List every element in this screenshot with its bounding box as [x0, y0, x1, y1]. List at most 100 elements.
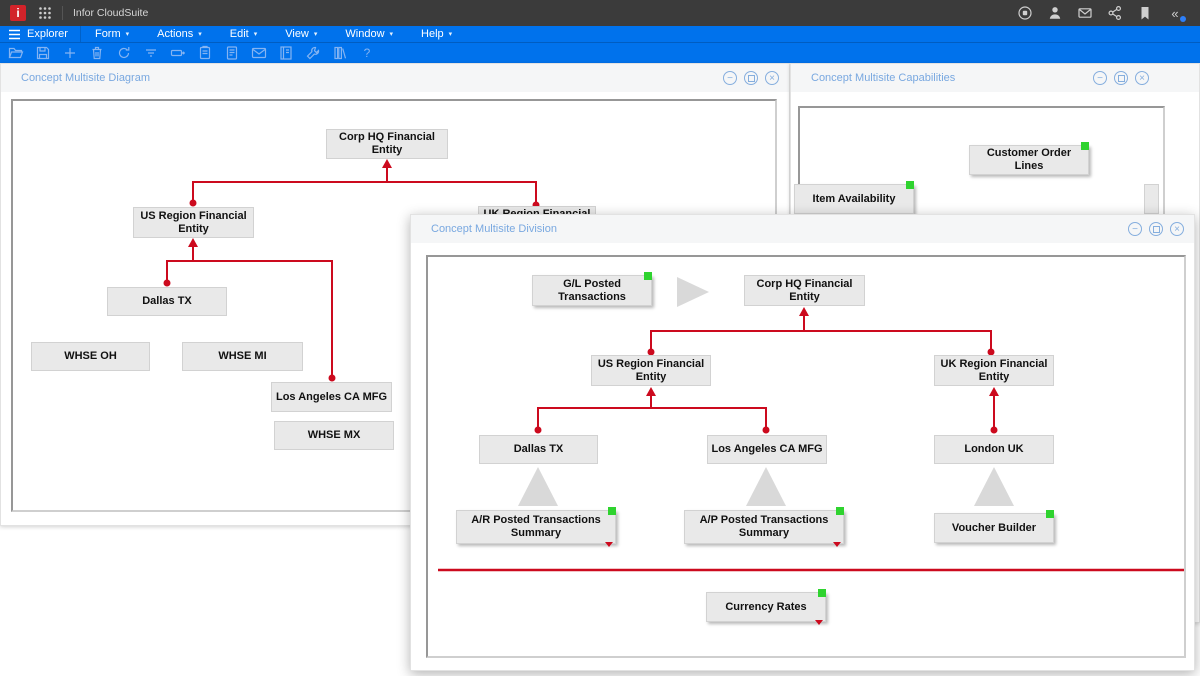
chevron-down-icon: ▾ — [254, 30, 258, 38]
window-title: Concept Multisite Diagram — [21, 72, 150, 84]
node-ap-posted-transactions-summary[interactable]: A/P Posted Transactions Summary — [684, 510, 844, 544]
rename-icon — [169, 44, 187, 62]
mdi-desktop: Concept Multisite Diagram − × — [0, 63, 1200, 676]
node-us-region-financial-entity[interactable]: US Region Financial Entity — [133, 207, 254, 238]
restore-icon — [1118, 75, 1125, 82]
chevron-down-icon: ▾ — [126, 30, 130, 38]
mail-icon[interactable] — [1070, 0, 1100, 26]
node-dallas-tx[interactable]: Dallas TX — [479, 435, 598, 464]
explorer-menu[interactable]: Explorer — [8, 26, 81, 42]
node-corp-hq-financial-entity[interactable]: Corp HQ Financial Entity — [326, 129, 448, 159]
close-button[interactable]: × — [1170, 222, 1184, 236]
status-green-indicator — [906, 181, 914, 189]
refresh-icon — [115, 44, 133, 62]
menu-help[interactable]: Help▾ — [407, 26, 466, 42]
node-london-uk[interactable]: London UK — [934, 435, 1054, 464]
status-green-indicator — [818, 589, 826, 597]
chevron-down-icon: ▾ — [390, 30, 394, 38]
journal-icon — [277, 44, 295, 62]
status-red-indicator — [815, 620, 823, 625]
restore-button[interactable] — [1114, 71, 1128, 85]
node-us-region-financial-entity[interactable]: US Region Financial Entity — [591, 355, 711, 386]
node-los-angeles-ca-mfg[interactable]: Los Angeles CA MFG — [271, 382, 392, 412]
close-button[interactable]: × — [1135, 71, 1149, 85]
node-customer-order-lines[interactable]: Customer Order Lines — [969, 145, 1089, 175]
chevron-down-icon: ▾ — [449, 30, 453, 38]
save-icon — [34, 44, 52, 62]
toolbar: ? — [0, 43, 1200, 63]
save-button[interactable] — [29, 43, 56, 63]
copy-button[interactable] — [191, 43, 218, 63]
user-icon[interactable] — [1040, 0, 1070, 26]
menu-bar: Explorer Form▾ Actions▾ Edit▾ View▾ Wind… — [0, 26, 1200, 43]
node-gl-posted-transactions[interactable]: G/L Posted Transactions — [532, 275, 652, 306]
window-title: Concept Multisite Division — [431, 223, 557, 235]
minimize-button[interactable]: − — [1128, 222, 1142, 236]
status-red-indicator — [833, 542, 841, 547]
restore-button[interactable] — [744, 71, 758, 85]
minimize-button[interactable]: − — [723, 71, 737, 85]
node-currency-rates[interactable]: Currency Rates — [706, 592, 826, 622]
restore-icon — [748, 75, 755, 82]
filter-icon — [142, 44, 160, 62]
collapse-panel-icon[interactable]: « — [1160, 0, 1190, 26]
window-titlebar[interactable]: Concept Multisite Capabilities − × — [791, 64, 1199, 92]
node-dallas-tx[interactable]: Dallas TX — [107, 287, 227, 316]
bookmark-icon[interactable] — [1130, 0, 1160, 26]
delete-icon — [88, 44, 106, 62]
status-green-indicator — [608, 507, 616, 515]
tools-button[interactable] — [299, 43, 326, 63]
menu-view[interactable]: View▾ — [271, 26, 331, 42]
menu-actions[interactable]: Actions▾ — [143, 26, 216, 42]
journal-button[interactable] — [272, 43, 299, 63]
mail-icon — [250, 44, 268, 62]
node-uk-region-financial-entity[interactable]: UK Region Financial Entity — [934, 355, 1054, 386]
record-stop-icon[interactable] — [1010, 0, 1040, 26]
minimize-button[interactable]: − — [1093, 71, 1107, 85]
menu-form[interactable]: Form▾ — [81, 26, 143, 42]
refresh-button[interactable] — [110, 43, 137, 63]
menu-window[interactable]: Window▾ — [331, 26, 407, 42]
library-icon — [331, 44, 349, 62]
node-voucher-builder[interactable]: Voucher Builder — [934, 513, 1054, 543]
app-bar-divider — [62, 6, 63, 20]
document-icon — [223, 44, 241, 62]
node-whse-mi[interactable]: WHSE MI — [182, 342, 303, 371]
share-icon[interactable] — [1100, 0, 1130, 26]
delete-button[interactable] — [83, 43, 110, 63]
app-launcher-icon[interactable] — [38, 6, 52, 20]
restore-icon — [1153, 226, 1160, 233]
close-button[interactable]: × — [765, 71, 779, 85]
node-whse-oh[interactable]: WHSE OH — [31, 342, 150, 371]
status-green-indicator — [1046, 510, 1054, 518]
notification-dot — [1180, 16, 1186, 22]
hamburger-icon — [8, 29, 21, 40]
open-icon — [7, 44, 25, 62]
node-los-angeles-ca-mfg[interactable]: Los Angeles CA MFG — [707, 435, 827, 464]
window-concept-multisite-division: Concept Multisite Division − × — [410, 214, 1195, 671]
new-icon — [61, 44, 79, 62]
node-whse-mx[interactable]: WHSE MX — [274, 421, 394, 450]
menu-edit[interactable]: Edit▾ — [216, 26, 271, 42]
filter-button[interactable] — [137, 43, 164, 63]
status-green-indicator — [644, 272, 652, 280]
node-corp-hq-financial-entity[interactable]: Corp HQ Financial Entity — [744, 275, 865, 306]
copy-icon — [196, 44, 214, 62]
window-title: Concept Multisite Capabilities — [811, 72, 955, 84]
help-icon: ? — [358, 44, 376, 62]
document-button[interactable] — [218, 43, 245, 63]
mail-button[interactable] — [245, 43, 272, 63]
new-button[interactable] — [56, 43, 83, 63]
node-item-availability[interactable]: Item Availability — [794, 184, 914, 214]
node-partially-visible[interactable] — [1144, 184, 1159, 214]
rename-button[interactable] — [164, 43, 191, 63]
window-titlebar[interactable]: Concept Multisite Diagram − × — [1, 64, 789, 92]
restore-button[interactable] — [1149, 222, 1163, 236]
window-titlebar[interactable]: Concept Multisite Division − × — [411, 215, 1194, 243]
library-button[interactable] — [326, 43, 353, 63]
node-ar-posted-transactions-summary[interactable]: A/R Posted Transactions Summary — [456, 510, 616, 544]
open-button[interactable] — [2, 43, 29, 63]
help-button[interactable]: ? — [353, 43, 380, 63]
chevron-down-icon: ▾ — [314, 30, 318, 38]
